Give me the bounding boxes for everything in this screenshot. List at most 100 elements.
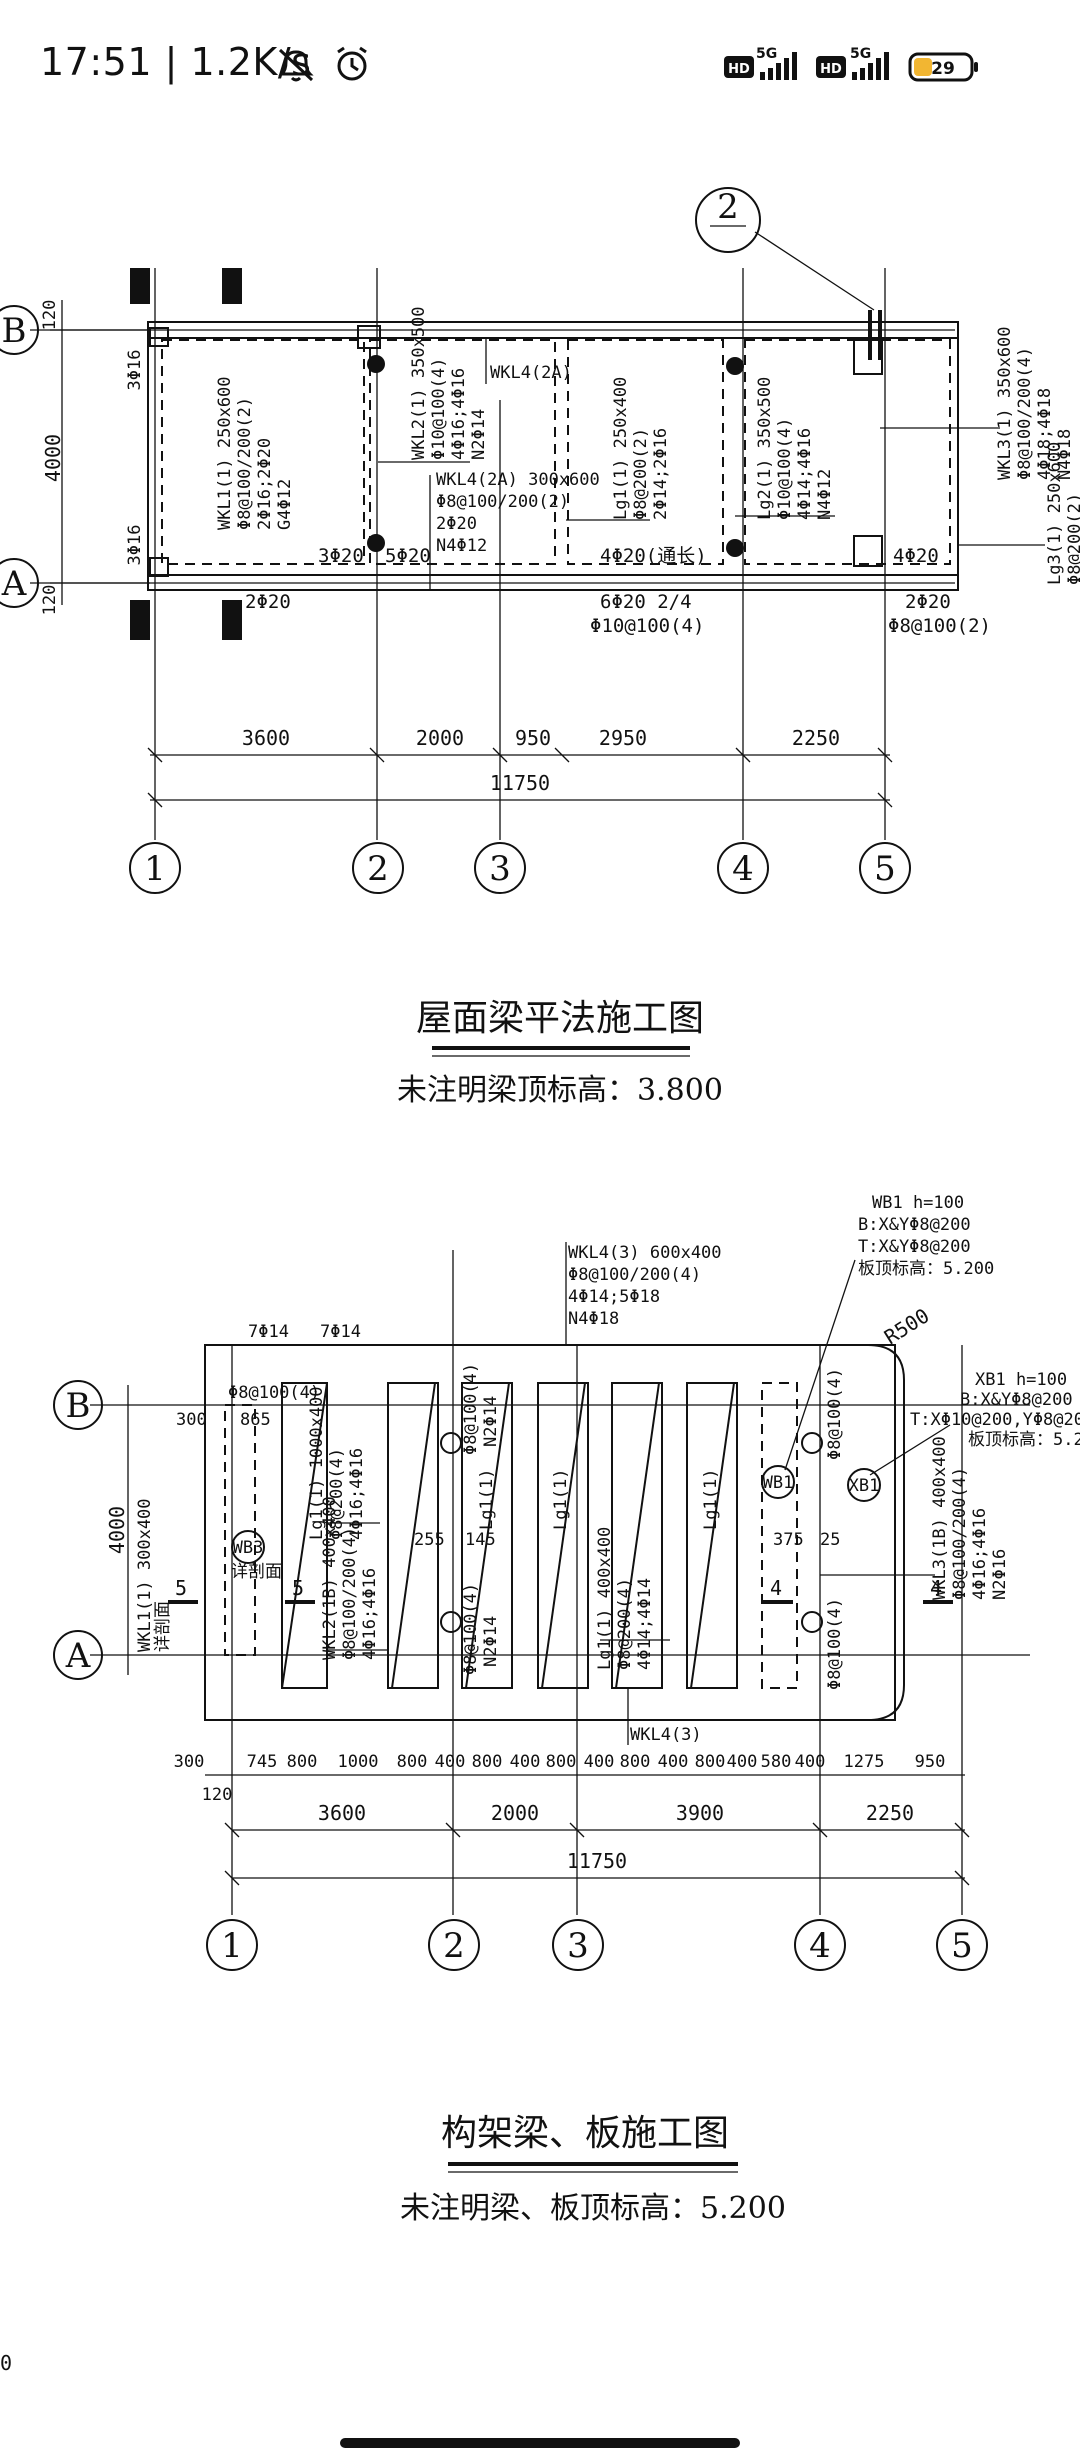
svg-text:N4Φ18: N4Φ18 <box>568 1309 619 1329</box>
svg-text:400: 400 <box>510 1752 541 1772</box>
signal-icon <box>760 52 797 80</box>
column-axes-plan1: 1 2 3 4 5 <box>129 842 911 894</box>
svg-text:Φ8@100/200(2): Φ8@100/200(2) <box>235 397 255 530</box>
below-2-20: 2Φ20 <box>245 591 291 613</box>
plan1-subtitle: 未注明梁顶标高：3.800 <box>397 1073 723 1108</box>
lg1-big-beam <box>281 1382 328 1689</box>
column-dot <box>726 539 744 557</box>
svg-text:2Φ20: 2Φ20 <box>436 514 477 534</box>
wb1-slab <box>761 1382 798 1689</box>
wkl3-label: WKL3(1) 350x600 Φ8@100/200(4) 4Φ18;4Φ18 … <box>995 326 1075 480</box>
stirrup-2a: Φ8@100(4) N2Φ14 <box>461 1363 501 1455</box>
wkl1-label: WKL1(1) 300x400 详剖面 <box>135 1498 173 1652</box>
opening <box>801 1611 823 1633</box>
sim1-label: HD <box>728 62 750 77</box>
svg-text:Φ8@200(2): Φ8@200(2) <box>1065 493 1080 585</box>
svg-text:400: 400 <box>795 1752 826 1772</box>
axis-label-5: 5 <box>951 1926 973 1966</box>
xb1-note: XB1 h=100 B:X&YΦ8@200 T:XΦ10@200,YΦ8@200… <box>910 1370 1080 1450</box>
svg-text:400: 400 <box>584 1752 615 1772</box>
dim-11750: 11750 <box>490 771 550 795</box>
rebar-3-20: 3Φ20 <box>318 545 364 567</box>
column <box>149 327 169 347</box>
rebar-4-20-full: 4Φ20(通长) <box>600 545 707 567</box>
svg-text:板顶标高：5.200: 板顶标高：5.200 <box>968 1430 1080 1450</box>
dim-11750: 11750 <box>567 1849 627 1873</box>
lg1-label: Lg1(1) 250x400 Φ8@200(2) 2Φ14;2Φ16 <box>611 377 671 520</box>
opening <box>440 1432 462 1454</box>
plan1-title: 屋面梁平法施工图 <box>416 998 704 1039</box>
svg-text:Φ8@100(4): Φ8@100(4) <box>461 1583 481 1675</box>
below-6-20: 6Φ20 2/4 <box>600 591 692 613</box>
lg2-label: Lg2(1) 350x500 Φ10@100(4) 4Φ14;4Φ16 N4Φ1… <box>755 377 835 520</box>
wb3-bubble <box>231 1530 265 1564</box>
lg1-a: Lg1(1) <box>477 1469 497 1530</box>
dim-4000: 4000 <box>105 1506 129 1554</box>
sim2-label: HD <box>820 62 842 77</box>
column <box>357 325 381 349</box>
axis-label-1: 1 <box>144 849 166 889</box>
lg1-d-label: Lg1(1) 400x400 Φ8@200(4) 4Φ14;4Φ14 <box>595 1527 655 1670</box>
svg-text:N2Φ16: N2Φ16 <box>990 1549 1010 1600</box>
dim-2250: 2250 <box>792 726 840 750</box>
svg-text:4Φ16;4Φ16: 4Φ16;4Φ16 <box>970 1508 990 1600</box>
dim-2950: 2950 <box>599 726 647 750</box>
axis-bubble-A <box>53 1630 103 1680</box>
svg-text:2Φ14;2Φ16: 2Φ14;2Φ16 <box>651 428 671 520</box>
dim-25: 25 <box>820 1530 840 1550</box>
section-mark-number: 2 <box>717 187 739 227</box>
svg-text:Φ8@100/200(4): Φ8@100/200(4) <box>340 1527 360 1660</box>
svg-text:N4Φ12: N4Φ12 <box>815 469 835 520</box>
column-axes-plan2: 1 2 3 4 5 <box>206 1919 988 1971</box>
wb3-slab <box>224 1404 256 1656</box>
svg-text:N4Φ18: N4Φ18 <box>1055 429 1075 480</box>
wkl2-label: WKL2(1B) 400x400 Φ8@100/200(4) 4Φ16;4Φ16 <box>320 1496 380 1660</box>
xb1-rounded-edge <box>822 1344 905 1721</box>
svg-text:950: 950 <box>915 1752 946 1772</box>
axis-bubble-B <box>53 1380 103 1430</box>
bay-4 <box>744 339 951 565</box>
axis-label-B: B <box>2 311 27 351</box>
svg-text:Lg1(1) 400x400: Lg1(1) 400x400 <box>595 1527 615 1670</box>
dim-2000: 2000 <box>416 726 464 750</box>
axis-bubble-5 <box>859 842 911 894</box>
svg-text:WKL4(3) 600x400: WKL4(3) 600x400 <box>568 1243 722 1263</box>
svg-text:详剖面: 详剖面 <box>153 1601 173 1652</box>
wkl4-note: WKL4(3) 600x400 Φ8@100/200(4) 4Φ14;5Φ18 … <box>568 1243 722 1329</box>
svg-text:Φ8@200(2): Φ8@200(2) <box>631 428 651 520</box>
dim-2250: 2250 <box>866 1801 914 1825</box>
rebar-3-16: 3Φ16 <box>125 350 145 391</box>
axis-bubble-B <box>0 305 39 355</box>
svg-text:Φ8@200(4): Φ8@200(4) <box>327 1448 347 1540</box>
dim-120-bottom: 120 <box>40 585 60 616</box>
column-hatch <box>130 268 150 304</box>
svg-text:745: 745 <box>247 1752 278 1772</box>
svg-text:Lg1(1) 250x400: Lg1(1) 250x400 <box>611 377 631 520</box>
section-4a: 4 <box>770 1576 782 1600</box>
svg-text:4Φ18;4Φ18: 4Φ18;4Φ18 <box>1035 388 1055 480</box>
svg-text:WKL2(1) 350x500: WKL2(1) 350x500 <box>409 306 429 460</box>
column-hatch <box>130 600 150 640</box>
svg-text:Lg1(1) 1000x400: Lg1(1) 1000x400 <box>307 1386 327 1540</box>
svg-text:800: 800 <box>620 1752 651 1772</box>
battery-icon: 29 <box>908 52 978 82</box>
opening <box>440 1611 462 1633</box>
section-5b: 5 <box>292 1576 304 1600</box>
svg-text:N2Φ14: N2Φ14 <box>481 1396 501 1447</box>
column <box>149 557 169 577</box>
home-indicator[interactable] <box>340 2438 740 2448</box>
svg-text:4Φ16;4Φ16: 4Φ16;4Φ16 <box>360 1568 380 1660</box>
axis-label-A: A <box>1 564 27 604</box>
dim-120-top: 120 <box>40 300 60 331</box>
dim-950: 950 <box>515 726 551 750</box>
bay-3 <box>567 339 724 565</box>
svg-text:800: 800 <box>472 1752 503 1772</box>
axis-label-B: B <box>66 1386 91 1426</box>
r500-label: R500 <box>880 1303 934 1349</box>
wkl2-label: WKL2(1) 350x500 Φ10@100(4) 4Φ16;4Φ16 N2Φ… <box>409 306 489 460</box>
svg-text:4Φ14;4Φ14: 4Φ14;4Φ14 <box>635 1578 655 1670</box>
dim-255: 255 <box>414 1530 445 1550</box>
axis-label-3: 3 <box>489 849 511 889</box>
svg-text:580: 580 <box>761 1752 792 1772</box>
roof-beam-outline <box>147 321 959 591</box>
